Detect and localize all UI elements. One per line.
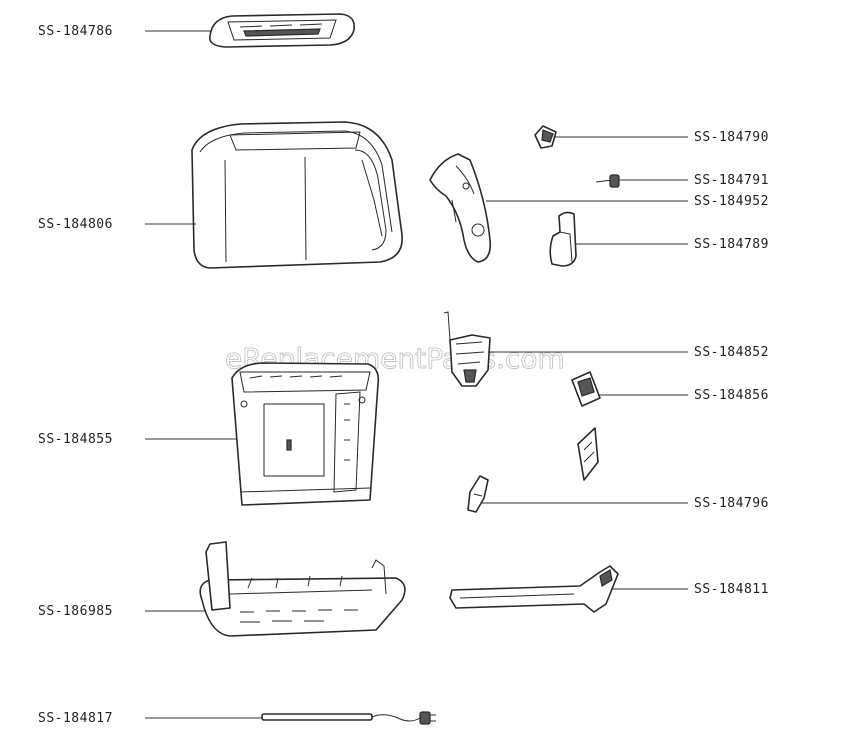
svg-text:SS-184811: SS-184811: [694, 582, 769, 597]
callout-ss-186985: SS-186985: [38, 604, 205, 619]
callout-ss-184796: SS-184796: [482, 496, 769, 511]
callout-ss-184856: SS-184856: [598, 388, 769, 403]
callout-ss-184790: SS-184790: [555, 130, 769, 145]
part-crumb-tray[interactable]: [449, 565, 619, 613]
callout-ss-184789: SS-184789: [575, 237, 769, 252]
callout-ss-184786: SS-184786: [38, 24, 212, 39]
part-lever-knob[interactable]: [549, 211, 577, 267]
svg-text:SS-184855: SS-184855: [38, 432, 113, 447]
svg-text:SS-184796: SS-184796: [694, 496, 769, 511]
svg-text:SS-184952: SS-184952: [694, 194, 769, 209]
svg-text:SS-184789: SS-184789: [694, 237, 769, 252]
svg-text:SS-184817: SS-184817: [38, 711, 113, 726]
part-side-panel[interactable]: [429, 153, 492, 263]
part-base[interactable]: [199, 541, 406, 637]
callout-ss-184791: SS-184791: [619, 173, 769, 188]
part-top-cover[interactable]: [209, 13, 356, 48]
part-outer-housing[interactable]: [191, 121, 403, 269]
svg-text:SS-184852: SS-184852: [694, 345, 769, 360]
callout-ss-184811: SS-184811: [612, 582, 769, 597]
part-small-cap[interactable]: [534, 125, 557, 149]
part-bracket[interactable]: [571, 371, 601, 407]
callout-ss-184855: SS-184855: [38, 432, 236, 447]
svg-text:SS-184790: SS-184790: [694, 130, 769, 145]
svg-text:SS-184806: SS-184806: [38, 217, 113, 232]
part-power-cord[interactable]: [261, 711, 436, 725]
callout-ss-184952: SS-184952: [486, 194, 769, 209]
svg-text:SS-184786: SS-184786: [38, 24, 113, 39]
part-clip[interactable]: [467, 475, 489, 513]
svg-text:SS-186985: SS-186985: [38, 604, 113, 619]
part-screw[interactable]: [595, 174, 620, 188]
svg-text:SS-184791: SS-184791: [694, 173, 769, 188]
callout-ss-184852: SS-184852: [488, 345, 769, 360]
part-circuit-board[interactable]: [577, 427, 599, 481]
callout-ss-184806: SS-184806: [38, 217, 196, 232]
part-switch-assembly[interactable]: [443, 311, 491, 387]
part-internal-chassis[interactable]: [231, 362, 380, 506]
svg-text:SS-184856: SS-184856: [694, 388, 769, 403]
callout-ss-184817: SS-184817: [38, 711, 262, 726]
